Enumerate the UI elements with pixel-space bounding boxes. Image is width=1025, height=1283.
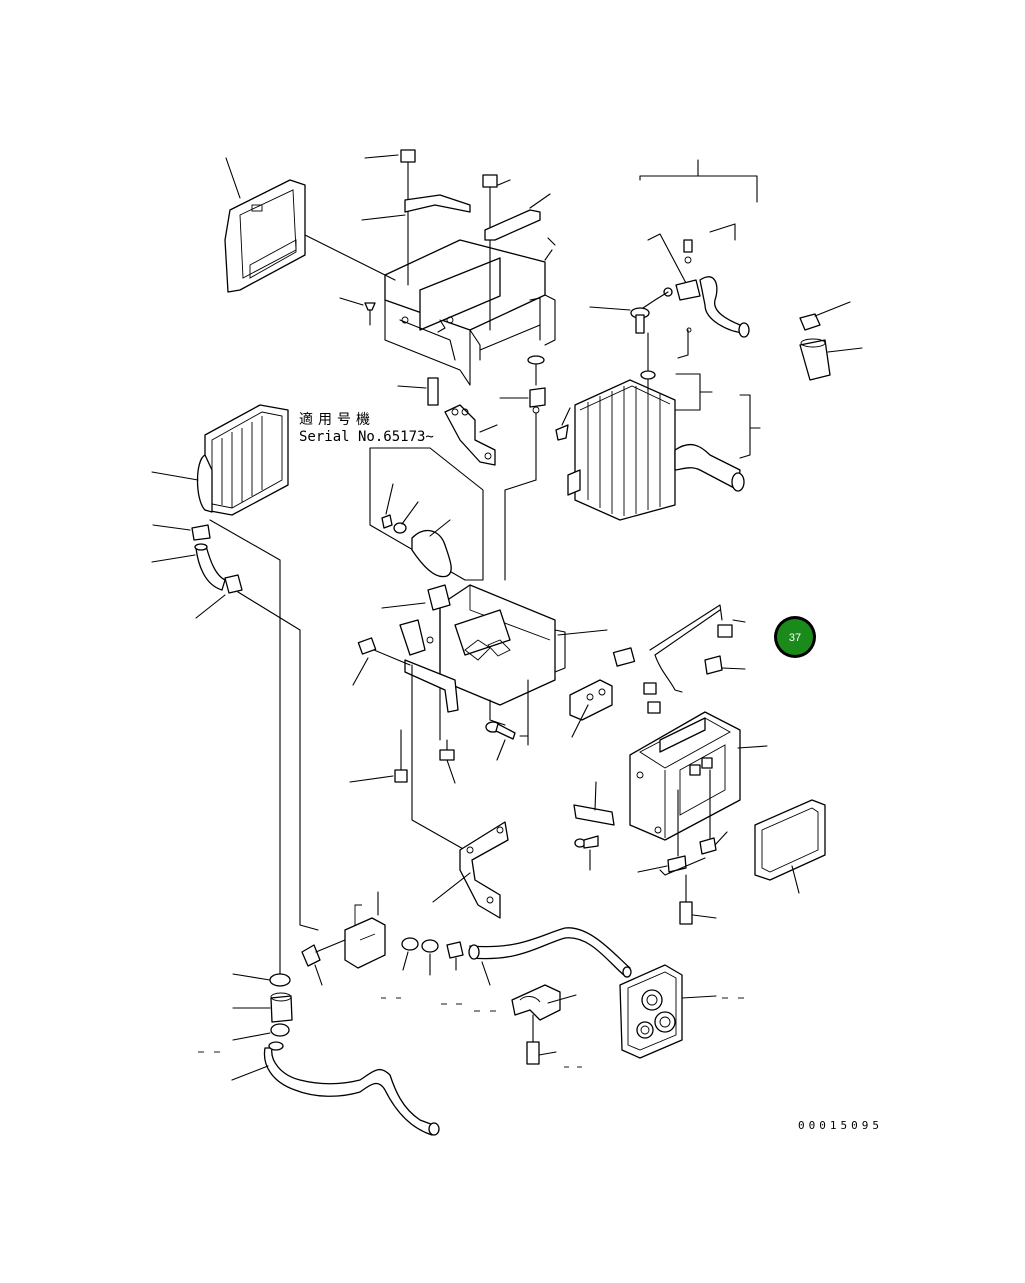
hose-clamp-bottom-2	[232, 1023, 290, 1041]
pipe-sleeve-part	[799, 338, 863, 381]
page-badge-circle	[777, 619, 813, 655]
document-number: 00015095	[798, 1119, 883, 1132]
heater-core-part	[151, 404, 289, 516]
top-bracket-2	[484, 193, 551, 241]
expansion-valve-part	[639, 239, 750, 338]
case-to-bracket-line	[411, 664, 466, 851]
grommet-plate-part	[619, 964, 717, 1059]
hose-clamp-left-2	[195, 574, 243, 619]
screw-mid-1	[527, 355, 545, 386]
hose-end-fitting-2	[421, 939, 439, 976]
top-bracket-1	[361, 194, 471, 221]
lower-bracket-part	[432, 821, 509, 919]
hose-bracket-bolt	[301, 939, 346, 986]
wiring-harness-part	[612, 604, 746, 714]
unit-link-line	[659, 857, 706, 876]
serial-note-text: Serial No.65173~	[299, 429, 434, 445]
clip-mid	[499, 387, 546, 581]
pipe-cap-part	[799, 301, 851, 331]
unit-screw	[574, 835, 599, 871]
filter-gasket-part	[754, 799, 826, 894]
connector-small	[704, 655, 746, 675]
hose-bracket-part	[344, 891, 386, 969]
case-side-bracket	[399, 619, 459, 713]
valve-bolt	[589, 306, 650, 371]
air-case-part	[439, 584, 608, 726]
screw-mid-2	[555, 407, 571, 441]
duct-housing-part	[304, 234, 556, 386]
gasket-frame-part	[224, 157, 306, 293]
case-bolt-low	[439, 739, 456, 784]
case-bolt-far-left	[349, 729, 408, 783]
hose-end-fitting-1	[401, 937, 419, 971]
hose-clamp-left-1	[152, 524, 211, 541]
serial-note-jp: 適用号機	[299, 411, 375, 428]
callout-dashes	[198, 997, 744, 1068]
page-badge-number: 37	[789, 632, 801, 644]
hose-sleeve-bottom	[232, 992, 293, 1023]
grommet-kit-part	[369, 447, 484, 581]
valve-group-bracket	[639, 159, 758, 286]
hose-clamp-bottom-1	[232, 973, 291, 987]
serial-note: 適用号機 Serial No.65173~	[299, 411, 434, 445]
page-badge: 37	[774, 616, 816, 658]
seal-strip-part	[573, 781, 615, 826]
feed-line-1	[209, 519, 281, 976]
heater-hose-left	[231, 1041, 440, 1136]
feed-line-2	[237, 591, 319, 931]
case-bolt-left	[352, 637, 411, 686]
pipe-clip-part	[511, 984, 577, 1043]
control-unit-part	[629, 711, 768, 841]
pipe-clip-bolt	[526, 1041, 557, 1065]
unit-nut-2	[699, 769, 728, 855]
case-bolt-mid	[485, 679, 529, 761]
unit-bolt-bottom	[679, 874, 717, 925]
top-bolt-1	[364, 149, 416, 286]
hose-clamp-center	[446, 941, 464, 971]
side-screw	[339, 297, 376, 326]
case-upper-clip	[381, 584, 451, 741]
top-bolt-2	[482, 174, 511, 331]
mount-bracket-part	[444, 404, 498, 466]
hose-left-1	[151, 543, 226, 591]
small-clip-part	[397, 377, 439, 406]
heater-hose-right	[468, 927, 632, 986]
evaporator-core-part	[567, 370, 761, 521]
thermo-sensor	[677, 327, 692, 359]
case-right-bracket	[569, 679, 613, 738]
